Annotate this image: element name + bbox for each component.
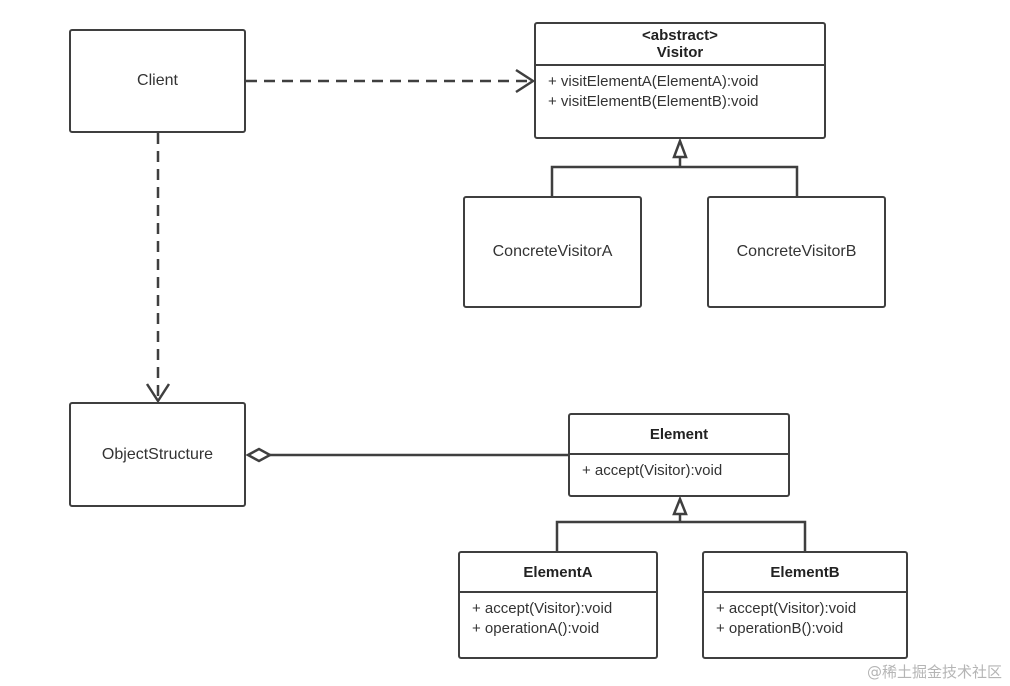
element-class: Element + accept(Visitor):void — [568, 413, 790, 497]
visitor-name: Visitor — [656, 44, 704, 61]
edge-elements-element — [555, 520, 807, 551]
aggregation-diamond — [245, 447, 273, 463]
element-a-class-header: ElementA — [460, 553, 656, 593]
method-visit-element-a: + visitElementA(ElementA):void — [548, 73, 759, 90]
watermark: @稀土掘金技术社区 — [866, 663, 1002, 681]
element-b-class: ElementB + accept(Visitor):void + operat… — [702, 551, 908, 659]
element-b-class-header: ElementB — [704, 553, 906, 593]
element-name: Element — [649, 425, 709, 443]
method-operation-b: + operationB():void — [716, 620, 844, 637]
generalization-arrowhead — [672, 137, 688, 159]
element-class-header: Element — [570, 415, 788, 455]
visitor-methods: + visitElementA(ElementA):void + visitEl… — [536, 66, 824, 137]
element-methods: + accept(Visitor):void — [570, 455, 788, 495]
visitor-stereotype: <abstract> — [642, 27, 718, 44]
element-b-methods: + accept(Visitor):void + operationB():vo… — [704, 593, 906, 657]
element-b-name: ElementB — [770, 563, 840, 581]
concrete-visitor-a-label: ConcreteVisitorA — [492, 243, 613, 260]
concrete-visitor-b-label: ConcreteVisitorB — [736, 243, 857, 260]
method-accept: + accept(Visitor):void — [716, 600, 857, 617]
client-label: Client — [137, 72, 178, 89]
element-a-name: ElementA — [523, 563, 593, 581]
visitor-class-header: <abstract> Visitor — [536, 24, 824, 66]
edge-concretevisitors-visitor — [550, 165, 799, 196]
object-structure-box: ObjectStructure — [69, 402, 246, 507]
concrete-visitor-b-box: ConcreteVisitorB — [707, 196, 886, 308]
visitor-class: <abstract> Visitor + visitElementA(Eleme… — [534, 22, 826, 139]
object-structure-label: ObjectStructure — [101, 445, 214, 463]
dependency-arrowhead — [515, 68, 536, 94]
method-accept: + accept(Visitor):void — [582, 462, 723, 479]
client-box: Client — [69, 29, 246, 133]
method-accept: + accept(Visitor):void — [472, 600, 613, 617]
method-visit-element-b: + visitElementB(ElementB):void — [548, 93, 759, 110]
concrete-visitor-a-box: ConcreteVisitorA — [463, 196, 642, 308]
element-a-methods: + accept(Visitor):void + operationA():vo… — [460, 593, 656, 657]
generalization-arrowhead — [672, 495, 688, 516]
dependency-arrowhead — [145, 383, 171, 404]
element-a-class: ElementA + accept(Visitor):void + operat… — [458, 551, 658, 659]
method-operation-a: + operationA():void — [472, 620, 600, 637]
